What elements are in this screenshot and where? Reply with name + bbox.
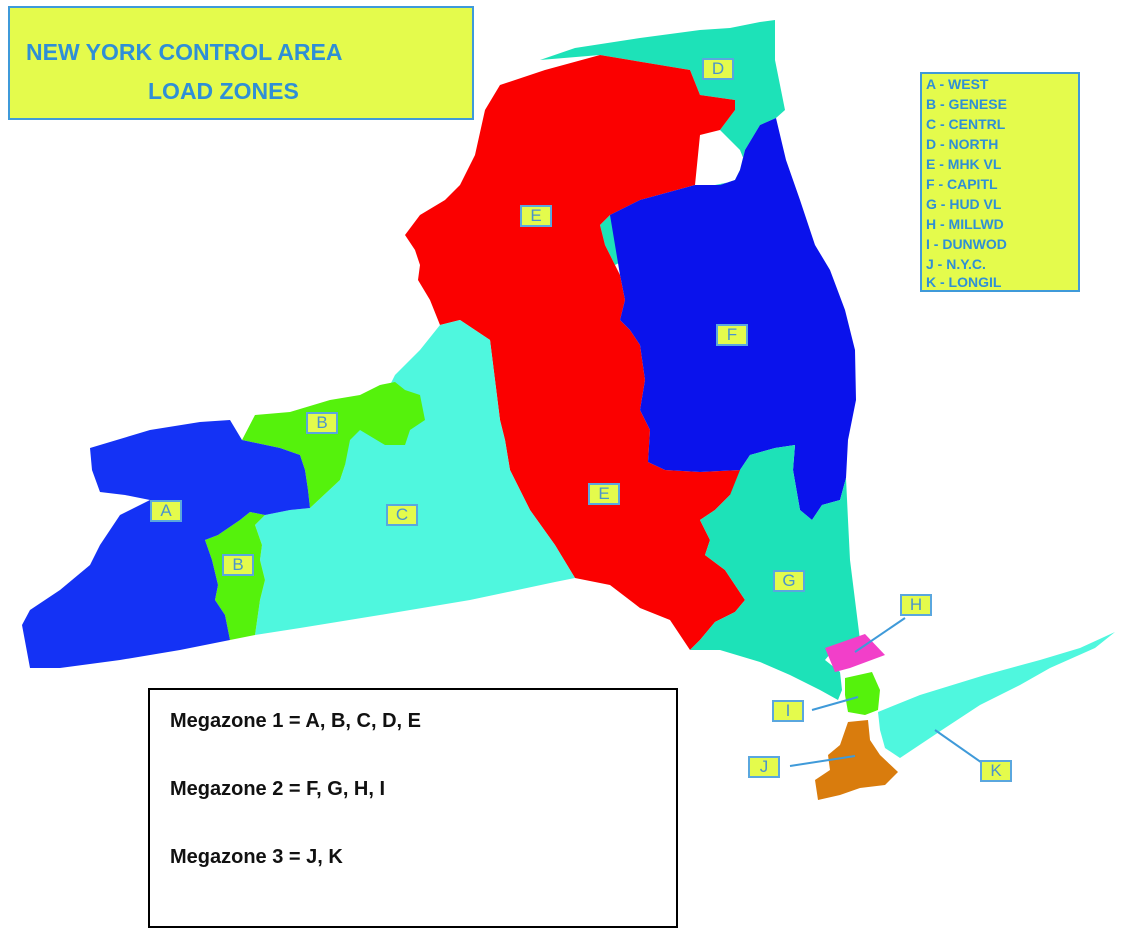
zone-a-region: [22, 420, 310, 668]
zone-label-g: G: [773, 570, 805, 592]
zone-h-region: [825, 634, 885, 672]
zone-e-region: [405, 55, 760, 650]
megazone-2-text: Megazone 2 = F, G, H, I: [170, 778, 386, 800]
legend-entry-j: J - N.Y.C.: [926, 256, 986, 272]
leader-line-k: [934, 729, 986, 766]
zone-label-e-north: E: [520, 205, 552, 227]
legend-entry-f: F - CAPITL: [926, 176, 998, 192]
zone-label-b-north: B: [306, 412, 338, 434]
megazone-3-text: Megazone 3 = J, K: [170, 846, 343, 868]
megazone-1-text: Megazone 1 = A, B, C, D, E: [170, 710, 421, 732]
leader-lines: [789, 617, 986, 767]
legend-entry-k: K - LONGIL: [926, 274, 1002, 290]
legend-entry-a: A - WEST: [926, 76, 989, 92]
zone-label-c: C: [386, 504, 418, 526]
zone-k-region: [878, 632, 1115, 758]
map-title-line-2: LOAD ZONES: [148, 78, 299, 104]
zone-legend: A - WEST B - GENESE C - CENTRL D - NORTH…: [920, 72, 1080, 292]
zone-label-d: D: [702, 58, 734, 80]
zone-b-north-region: [242, 382, 425, 508]
zone-label-a: A: [150, 500, 182, 522]
zone-i-region: [845, 672, 880, 715]
leader-line-j: [789, 755, 856, 767]
zone-f-region: [610, 118, 856, 520]
zone-c-region: [255, 320, 575, 635]
zone-label-k: K: [980, 760, 1012, 782]
legend-entry-g: G - HUD VL: [926, 196, 1002, 212]
leader-line-i: [811, 696, 859, 711]
legend-entry-e: E - MHK VL: [926, 156, 1002, 172]
zone-label-b-south: B: [222, 554, 254, 576]
zone-label-f: F: [716, 324, 748, 346]
zone-label-i: I: [772, 700, 804, 722]
map-title-box: NEW YORK CONTROL AREA LOAD ZONES: [8, 6, 474, 120]
legend-entry-i: I - DUNWOD: [926, 236, 1007, 252]
zone-label-h: H: [900, 594, 932, 616]
legend-entry-h: H - MILLWD: [926, 216, 1004, 232]
zone-label-e-south: E: [588, 483, 620, 505]
zone-d-region: [540, 20, 785, 265]
legend-entry-c: C - CENTRL: [926, 116, 1006, 132]
megazone-summary-box: Megazone 1 = A, B, C, D, E Megazone 2 = …: [148, 688, 678, 928]
legend-entry-b: B - GENESE: [926, 96, 1007, 112]
zone-b-south-region: [205, 512, 265, 640]
map-title-line-1: NEW YORK CONTROL AREA: [26, 39, 343, 65]
zone-j-region: [815, 720, 898, 800]
zone-label-j: J: [748, 756, 780, 778]
legend-entry-d: D - NORTH: [926, 136, 999, 152]
leader-line-h: [854, 617, 906, 653]
